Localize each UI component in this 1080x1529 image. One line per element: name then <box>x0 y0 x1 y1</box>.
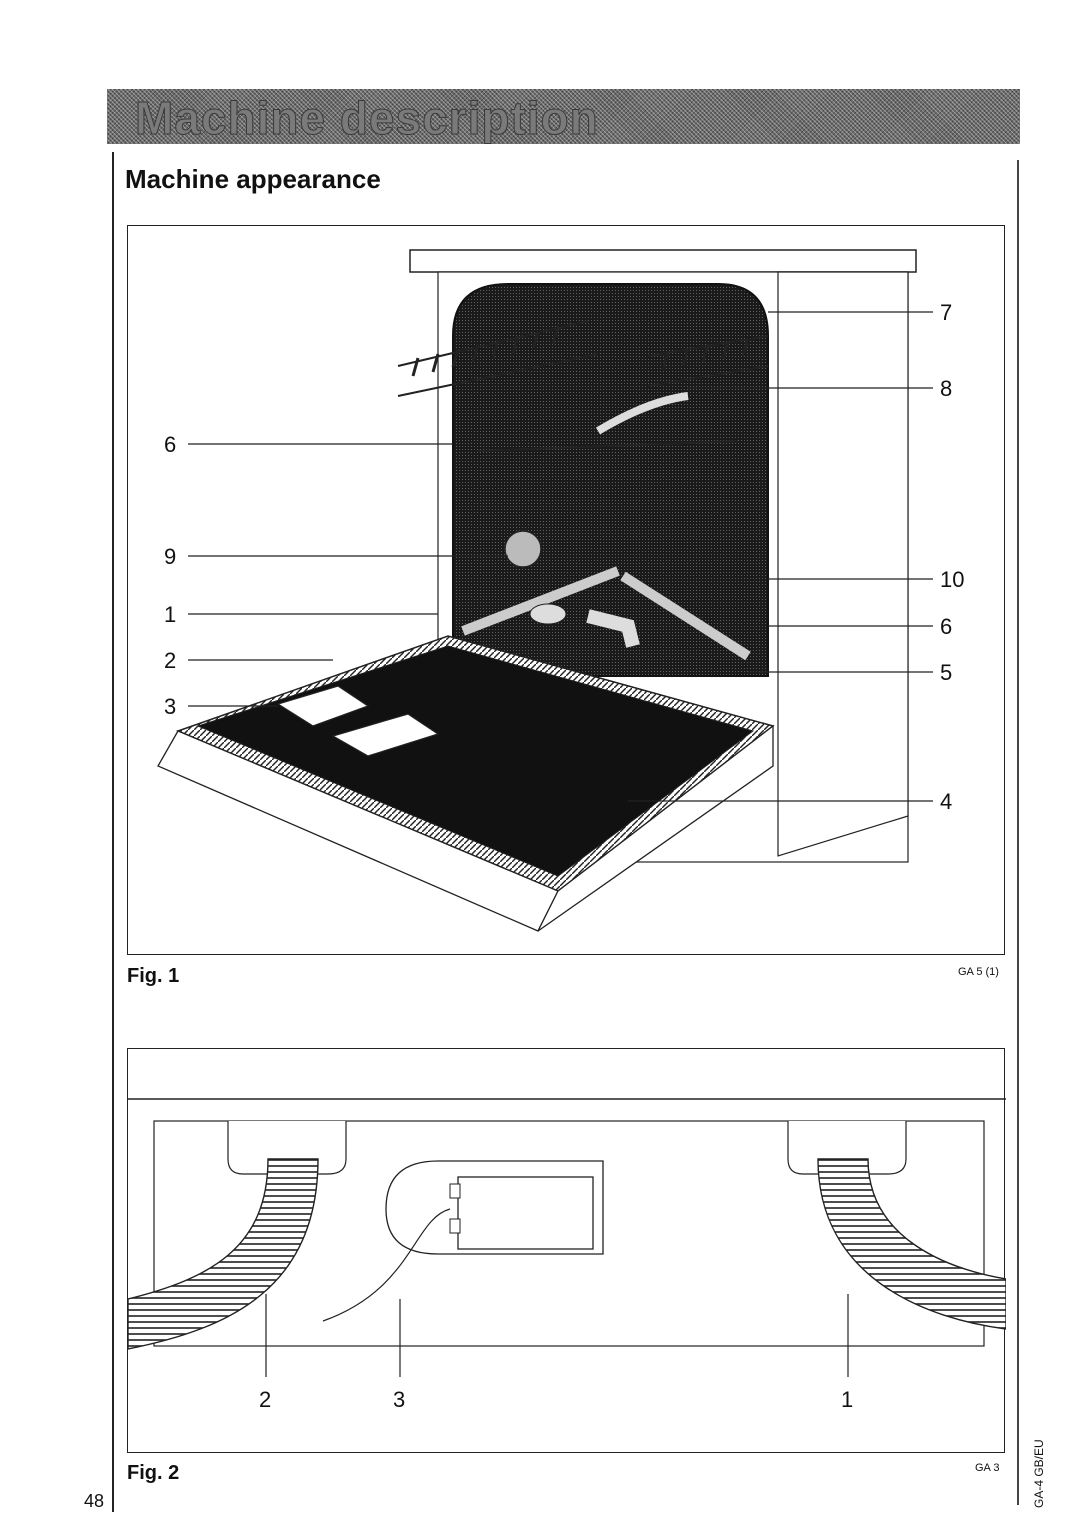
banner-title: Machine description <box>135 92 599 145</box>
callout-label: 10 <box>940 567 964 592</box>
callout-label: 4 <box>940 789 952 814</box>
figure-2-code: GA 3 <box>975 1462 1000 1474</box>
callout-label: 7 <box>940 300 952 325</box>
section-banner: Machine description <box>107 89 1020 145</box>
figure-2-caption: Fig. 2 <box>127 1462 180 1484</box>
left-margin-rule <box>112 152 114 1512</box>
figure-1-caption: Fig. 1 <box>127 965 180 987</box>
callout-label: 3 <box>164 694 176 719</box>
section-title: Machine appearance <box>125 164 381 194</box>
dishwasher-illustration: 7 8 6 9 1 2 3 10 6 5 4 <box>157 249 964 932</box>
callout-label: 1 <box>164 602 176 627</box>
figure-1-frame: 7 8 6 9 1 2 3 10 6 5 4 <box>127 225 1005 955</box>
callout-label: 2 <box>164 648 176 673</box>
callout-label: 2 <box>259 1387 271 1412</box>
page-number: 48 <box>84 1491 105 1511</box>
callout-label: 6 <box>940 614 952 639</box>
figure-1-code: GA 5 (1) <box>958 966 999 978</box>
callout-label: 8 <box>940 376 952 401</box>
callout-label: 6 <box>164 432 176 457</box>
figure-2-frame: 2 3 1 <box>127 1048 1007 1453</box>
right-margin-rule <box>1017 160 1019 1505</box>
callout-label: 9 <box>164 544 176 569</box>
hose-connection-illustration: 2 3 1 <box>127 1098 1007 1412</box>
callout-label: 1 <box>841 1387 853 1412</box>
callout-label: 5 <box>940 660 952 685</box>
callout-label: 3 <box>393 1387 405 1412</box>
document-code: GA-4 GB/EU <box>1032 1439 1046 1508</box>
